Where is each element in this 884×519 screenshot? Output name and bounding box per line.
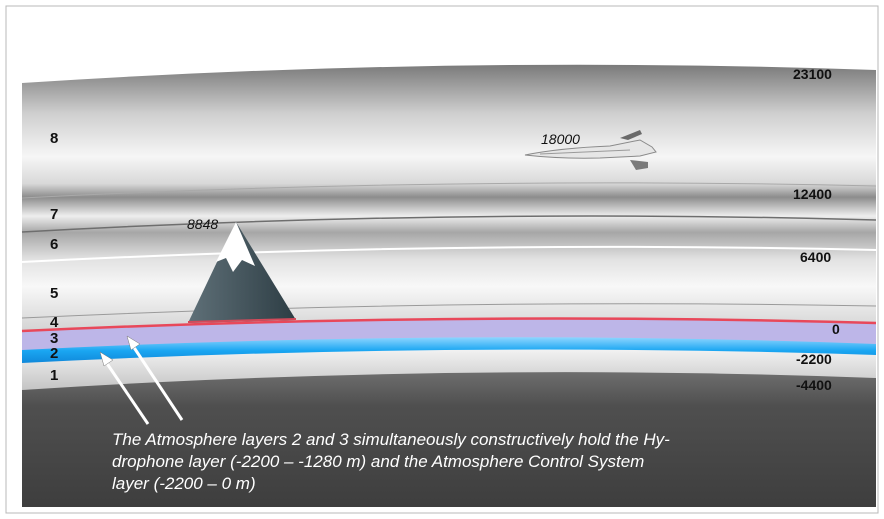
layer-boundary-6-7: [21, 215, 877, 233]
control-system-band: [22, 318, 876, 352]
layer-boundary-4-5: [21, 303, 877, 319]
caption-line-3: layer (-2200 – 0 m): [112, 474, 256, 493]
layer-number-2: 2: [50, 345, 58, 362]
jet-aircraft-icon: [524, 130, 657, 170]
layer-boundary-5-6: [21, 245, 877, 263]
altitude-label-minus-2200: -2200: [796, 351, 832, 367]
altitude-label-0: 0: [832, 321, 840, 337]
caption-line-1: The Atmosphere layers 2 and 3 simultaneo…: [112, 430, 670, 449]
layer-number-4: 4: [50, 314, 59, 331]
layer-number-5: 5: [50, 285, 58, 302]
layer-number-7: 7: [50, 206, 58, 223]
aircraft-altitude-label: 18000: [541, 131, 580, 147]
altitude-label-12400: 12400: [793, 186, 832, 202]
altitude-label-6400: 6400: [800, 249, 831, 265]
layer-boundary-7-8: [21, 182, 877, 199]
ground-mass: [22, 372, 876, 507]
mountain-peak-label: 8848: [187, 216, 218, 232]
layer-number-8: 8: [50, 130, 58, 147]
atmosphere-sky-band: [22, 64, 876, 335]
altitude-label-minus-4400: -4400: [796, 377, 832, 393]
layer-number-3: 3: [50, 330, 58, 347]
altitude-label-23100: 23100: [793, 66, 832, 82]
layer-number-1: 1: [50, 367, 58, 384]
pointer-arrow-icon: [99, 335, 184, 425]
zero-altitude-line: [21, 317, 877, 333]
mountain-icon: [187, 222, 297, 323]
caption-line-2: drophone layer (-2200 – -1280 m) and the…: [112, 452, 644, 471]
layer-number-6: 6: [50, 236, 58, 253]
